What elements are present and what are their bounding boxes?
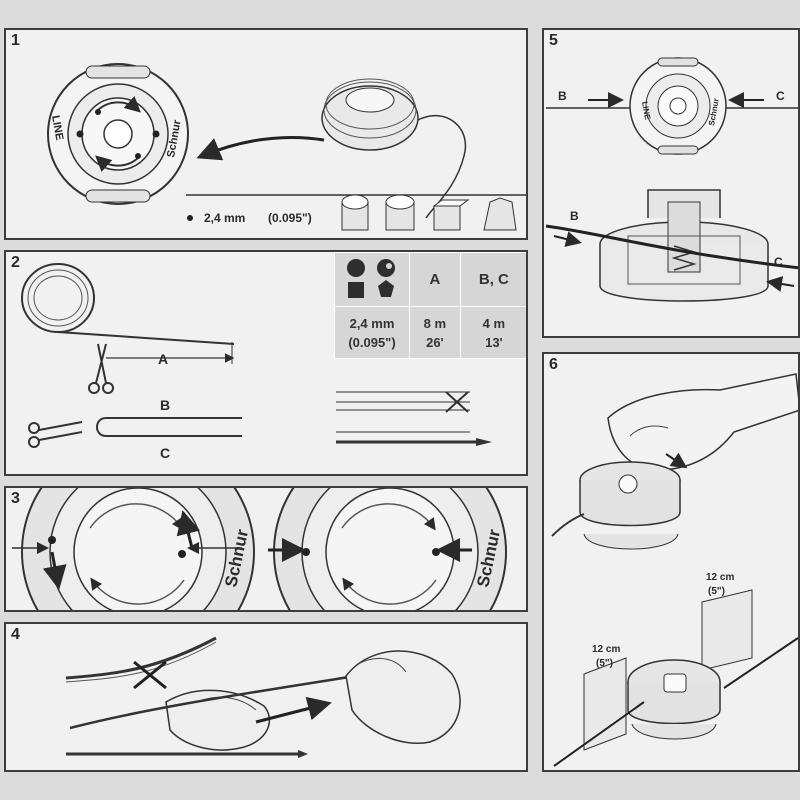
line-end-comparison: [336, 391, 492, 446]
length-bc-meters: 4 m: [482, 315, 506, 331]
length-bc-feet: 13': [485, 334, 503, 350]
trimmer-head-icon: [579, 461, 681, 550]
length-marker-card-icon: [583, 589, 753, 751]
side-label-c: C: [774, 255, 783, 269]
length-1-cm: 12 cm: [706, 572, 734, 583]
round-line-profile-icon: [341, 194, 369, 231]
trimmer-head-aligned-icon: [268, 488, 507, 610]
line-size-cell: 2,4 mm (0.095"): [334, 306, 410, 359]
trimmer-head-top-icon: [629, 57, 727, 155]
ring-label-line: LINE: [640, 101, 652, 121]
line-feed-illustration: B C Schnur LINE B C: [545, 57, 798, 302]
length-bc-cell: 4 m 13': [459, 306, 526, 359]
panel-5: 5 B C Schnur LINE: [542, 28, 800, 338]
line-shape-icons: [334, 252, 410, 307]
line-length-table: A B, C 2,4 mm (0.095") 8 m 26' 4 m 13': [334, 252, 526, 359]
column-bc-header: B, C: [459, 252, 526, 307]
cross-icon: [133, 660, 167, 690]
length-1-inch: (5"): [708, 586, 725, 597]
line-coil-icon: [321, 78, 467, 219]
line-shape-icon: [347, 259, 395, 298]
panel-2: 2 A B C: [4, 250, 528, 476]
line-insertion-illustration: [65, 636, 461, 758]
length-a-cell: 8 m 26': [409, 306, 461, 359]
length-2-inch: (5"): [596, 658, 613, 669]
line-cutting-illustration: A B C: [21, 263, 492, 461]
cross-icon: [445, 391, 469, 413]
length-2-cm: 12 cm: [592, 644, 620, 655]
winding-illustration: 12 cm (5") 12 cm (5"): [551, 373, 798, 767]
panel-number: 6: [549, 356, 558, 373]
length-a-meters: 8 m: [423, 315, 447, 331]
panel-number: 1: [11, 32, 20, 49]
side-label-c: C: [776, 89, 785, 103]
ring-label-line: LINE: [49, 114, 65, 141]
length-a-feet: 26': [426, 334, 444, 350]
diameter-inch: (0.095"): [268, 211, 312, 225]
hand-icon: [345, 650, 461, 744]
trimmer-head-icon: [47, 63, 189, 205]
trimmer-head-rotate-icon: [12, 488, 255, 610]
length-label-c: C: [160, 445, 170, 461]
line-size-mm: 2,4 mm: [349, 315, 395, 331]
length-label-a: A: [158, 351, 168, 367]
alignment-illustration: Schnur Schnur: [12, 488, 507, 610]
panel-number: 5: [549, 32, 558, 49]
scissors-icon: [28, 421, 83, 448]
length-label-b: B: [160, 397, 170, 413]
twisted-line-profile-icon: [385, 194, 415, 231]
panel-4: 4: [4, 622, 528, 772]
panel-3: 3 Schnur: [4, 486, 528, 612]
scissors-icon: [88, 343, 114, 394]
column-a-header: A: [409, 252, 461, 307]
panel-1: 1 Schnur LINE: [4, 28, 528, 240]
trimmer-head-finished-icon: [627, 659, 721, 740]
panel-6: 6 12 cm (5") 12 cm (5"): [542, 352, 800, 772]
square-line-profile-icon: [432, 199, 470, 231]
arrow-icon: [196, 135, 325, 161]
line-size-inch: (0.095"): [348, 334, 396, 350]
side-label-b: B: [570, 209, 579, 223]
hand-icon: [607, 373, 798, 471]
star-line-profile-icon: [483, 197, 517, 231]
panel-number: 4: [11, 626, 20, 643]
diameter-mm: 2,4 mm: [204, 211, 245, 225]
line-spool-illustration: Schnur LINE 2,4 mm (0.09: [47, 63, 526, 231]
trimmer-head-cutaway-icon: [599, 189, 769, 302]
panel-number: 2: [11, 254, 20, 271]
panel-number: 3: [11, 490, 20, 507]
line-coil-icon: [21, 263, 235, 345]
side-label-b: B: [558, 89, 567, 103]
